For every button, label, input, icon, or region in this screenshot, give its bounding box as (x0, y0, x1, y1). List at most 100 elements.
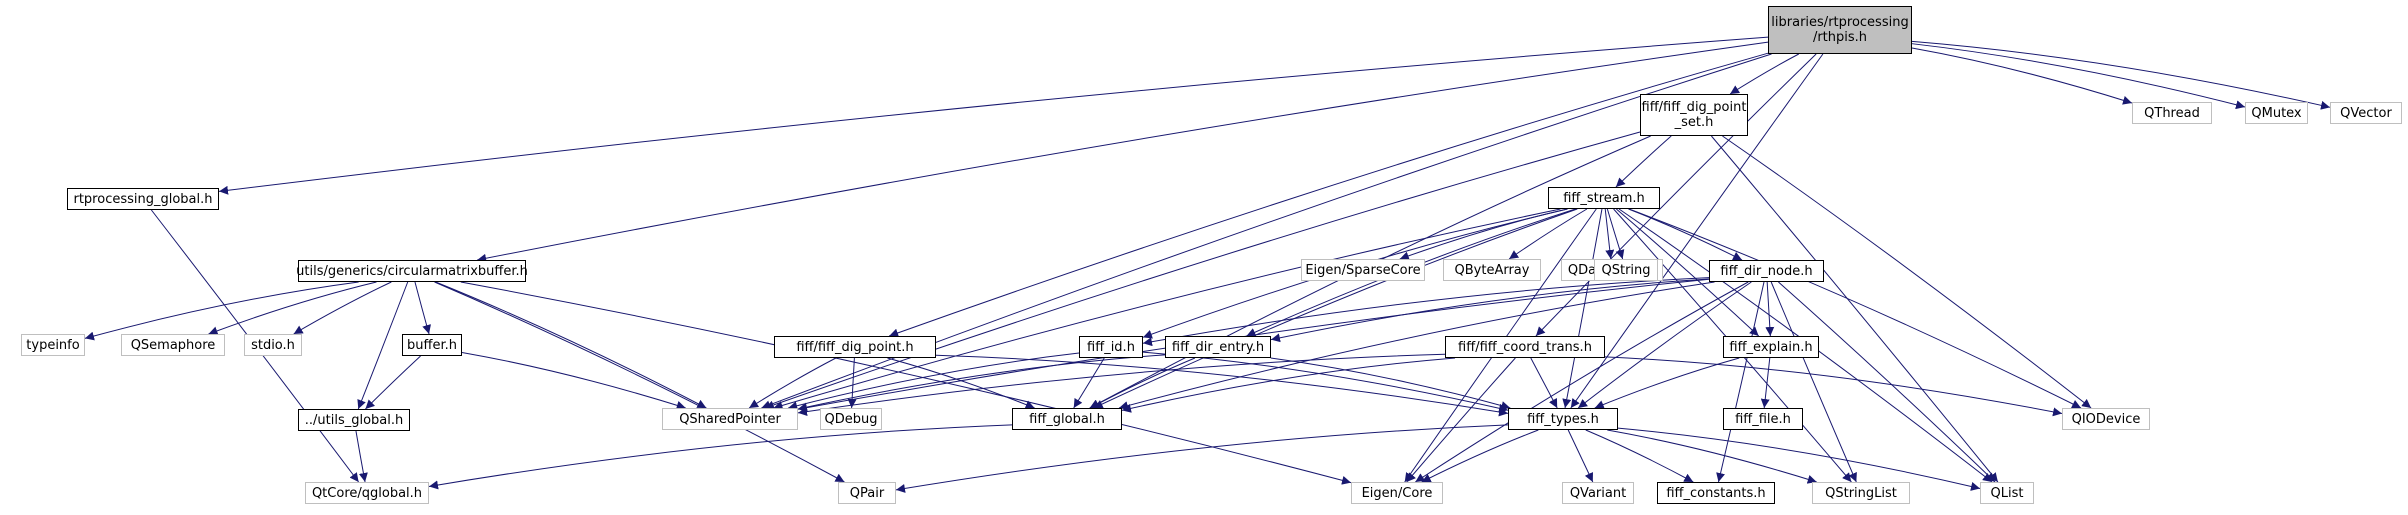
edge-coordtrans-to-qsharedptr (797, 353, 1446, 416)
node-fiffglobal[interactable]: fiff_global.h (1012, 408, 1122, 430)
node-qsemaphore: QSemaphore (121, 334, 225, 356)
node-rtglobal[interactable]: rtprocessing_global.h (67, 188, 219, 210)
edge-circbuf-to-qsemaphore (208, 281, 377, 336)
node-label: buffer.h (407, 337, 457, 353)
edge-dirnode-to-fiffid (1142, 277, 1710, 347)
edge-fiffid-to-qsharedptr (788, 352, 1080, 411)
node-label: fiff_dir_entry.h (1171, 339, 1265, 355)
edge-dirnode-to-explain (1765, 281, 1775, 337)
edge-coordtrans-to-fifftypes (1530, 357, 1558, 409)
edge-coordtrans-to-qiodevice (1604, 356, 2063, 417)
node-dirnode[interactable]: fiff_dir_node.h (1709, 260, 1824, 282)
edge-digpointset-to-qsharedptr (764, 131, 1641, 410)
node-qvector: QVector (2330, 102, 2402, 124)
node-qdebug: QDebug (820, 408, 882, 430)
node-label: fiff/fiff_coord_trans.h (1458, 339, 1592, 355)
node-label: fiff_global.h (1029, 411, 1105, 427)
node-label: typeinfo (26, 337, 80, 353)
node-label: QThread (2144, 105, 2200, 121)
node-coordtrans[interactable]: fiff/fiff_coord_trans.h (1445, 336, 1605, 358)
edge-fiffstream-to-qbytearray (1508, 208, 1588, 260)
node-fiffid[interactable]: fiff_id.h (1079, 336, 1143, 358)
node-label: rtprocessing_global.h (73, 191, 213, 207)
edge-fiffglobal-to-qglobal (428, 424, 1013, 490)
edge-fiffstream-to-qdatastream (1604, 208, 1615, 260)
edge-circbuf-to-utilsglobal (357, 281, 409, 410)
node-label: QByteArray (1454, 262, 1530, 278)
edge-fiffid-to-fiffglobal (1073, 357, 1105, 409)
edge-rthpis-to-qmutex (1911, 43, 2246, 110)
node-label: fiff_types.h (1527, 411, 1599, 427)
node-qglobal: QtCore/qglobal.h (305, 482, 429, 504)
edge-digpointset-to-fiffstream (1615, 135, 1672, 188)
node-label: fiff_stream.h (1563, 190, 1645, 206)
node-label: stdio.h (251, 337, 295, 353)
edge-circbuf-to-eigencore (460, 281, 1352, 485)
edge-coordtrans-to-fiffglobal (1121, 357, 1456, 413)
node-qvariant: QVariant (1562, 482, 1634, 504)
edge-dirnode-to-fiffglobal (1118, 281, 1715, 411)
node-label: Eigen/SparseCore (1305, 262, 1421, 278)
edge-explain-to-fifffile (1760, 357, 1771, 409)
edge-digpointset-to-qlist (1711, 135, 1999, 483)
node-label: QMutex (2251, 105, 2302, 121)
node-qiodevice: QIODevice (2062, 408, 2150, 430)
node-label: fiff_file.h (1735, 411, 1791, 427)
node-label: libraries/rtprocessing /rthpis.h (1771, 15, 1909, 45)
node-label: QPair (849, 485, 885, 501)
edge-fifftypes-to-qpair (895, 424, 1509, 493)
node-fifffile[interactable]: fiff_file.h (1723, 408, 1803, 430)
node-label: fiff_explain.h (1729, 339, 1813, 355)
node-constants[interactable]: fiff_constants.h (1657, 482, 1775, 504)
edge-dirnode-to-qlist (1778, 281, 1996, 483)
node-circbuf[interactable]: utils/generics/circularmatrixbuffer.h (296, 260, 528, 282)
edge-fiffstream-to-explain (1616, 208, 1760, 337)
node-digpointset[interactable]: fiff/fiff_dig_point _set.h (1640, 94, 1748, 136)
node-fiffstream[interactable]: fiff_stream.h (1548, 187, 1660, 209)
edge-explain-to-fifftypes (1594, 357, 1740, 409)
node-qstring: QString (1594, 259, 1658, 281)
node-eigencore: Eigen/Core (1351, 482, 1443, 504)
edge-circbuf-to-typeinfo (84, 281, 359, 341)
edge-fiffstream-to-qiodevice (1628, 208, 2082, 409)
node-label: fiff_dir_node.h (1720, 263, 1813, 279)
edge-rthpis-to-rtglobal (218, 36, 1769, 195)
edge-coordtrans-to-eigencore (1406, 357, 1516, 483)
edge-dirnode-to-constants (1716, 281, 1765, 483)
node-utilsglobal[interactable]: ../utils_global.h (298, 409, 410, 431)
edge-utilsglobal-to-qglobal (355, 430, 368, 483)
edge-rthpis-to-qvector (1911, 40, 2331, 110)
node-qlist: QList (1980, 482, 2034, 504)
edge-dirnode-to-eigencore (1415, 281, 1749, 483)
edge-dirnode-to-direntry (1270, 278, 1710, 343)
node-label: utils/generics/circularmatrixbuffer.h (296, 263, 528, 279)
edge-dirnode-to-fifftypes (1577, 281, 1752, 409)
edge-fiffstream-to-sparsecore (1399, 208, 1568, 261)
node-label: QList (1990, 485, 2024, 501)
edge-fifftypes-to-eigencore (1421, 429, 1539, 483)
node-explain[interactable]: fiff_explain.h (1723, 336, 1819, 358)
node-label: fiff/fiff_dig_point _set.h (1641, 100, 1747, 130)
node-rthpis[interactable]: libraries/rtprocessing /rthpis.h (1768, 6, 1912, 54)
node-qsharedptr: QSharedPointer (662, 408, 798, 430)
node-fifftypes[interactable]: fiff_types.h (1508, 408, 1618, 430)
edge-digpoint-to-qdebug (847, 357, 857, 409)
edge-rthpis-to-digpoint (889, 52, 1769, 338)
edge-fifftypes-to-qvariant (1567, 429, 1594, 483)
node-buffer[interactable]: buffer.h (402, 334, 462, 356)
node-label: QString (1601, 262, 1651, 278)
edge-rthpis-to-qthread (1911, 47, 2133, 105)
edge-fifftypes-to-constants (1585, 429, 1694, 483)
edge-circbuf-to-buffer (414, 281, 431, 335)
node-digpoint[interactable]: fiff/fiff_dig_point.h (774, 336, 936, 358)
node-qthread: QThread (2132, 102, 2212, 124)
edge-direntry-to-fiffglobal (1089, 357, 1196, 409)
node-sparsecore: Eigen/SparseCore (1301, 259, 1425, 281)
node-label: QStringList (1825, 485, 1897, 501)
node-direntry[interactable]: fiff_dir_entry.h (1165, 336, 1271, 358)
node-label: QDebug (824, 411, 878, 427)
edge-buffer-to-qsharedptr (461, 351, 686, 410)
edge-rthpis-to-circbuf (477, 41, 1769, 263)
edge-rthpis-to-digpointset (1729, 53, 1800, 95)
